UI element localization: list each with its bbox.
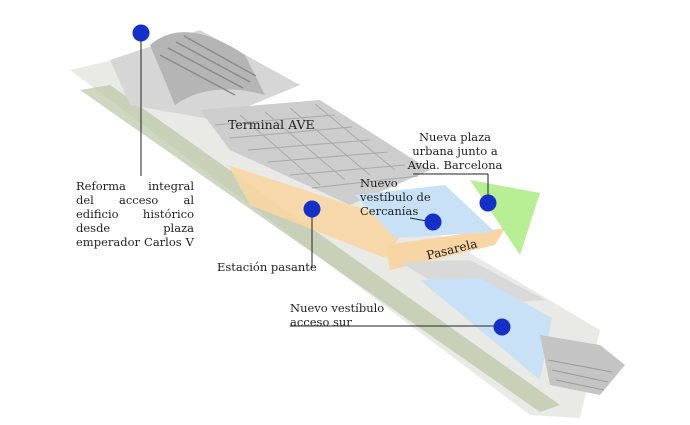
terminal-roof <box>200 100 430 205</box>
reforma-label: Reforma integral del acceso al edificio … <box>76 179 194 249</box>
south-building <box>540 335 625 395</box>
cercanias-label: Nuevo vestíbulo de Cercanías <box>360 176 431 218</box>
south-building-lines <box>547 359 613 391</box>
terminal-ave-label: Terminal AVE <box>228 117 315 132</box>
plaza-label: Nueva plaza urbana junto a Avda. Barcelo… <box>407 130 503 172</box>
vestibulo-sur-zone <box>420 278 552 380</box>
location-marker-icon[interactable] <box>132 24 150 42</box>
terminal-roof-grid <box>214 103 419 189</box>
location-marker-icon[interactable] <box>493 318 511 336</box>
cercanias-zone <box>355 185 495 238</box>
pasarela-zone <box>385 228 505 270</box>
trees-row <box>80 85 560 412</box>
location-marker-icon[interactable] <box>479 194 497 212</box>
location-marker-icon[interactable] <box>303 200 321 218</box>
vestibulo-sur-label: Nuevo vestíbulo acceso sur <box>290 301 385 329</box>
location-marker-icon[interactable] <box>424 213 442 231</box>
historic-roof-ribs <box>159 35 257 96</box>
estacion-pasante-label: Estación pasante <box>217 260 317 274</box>
